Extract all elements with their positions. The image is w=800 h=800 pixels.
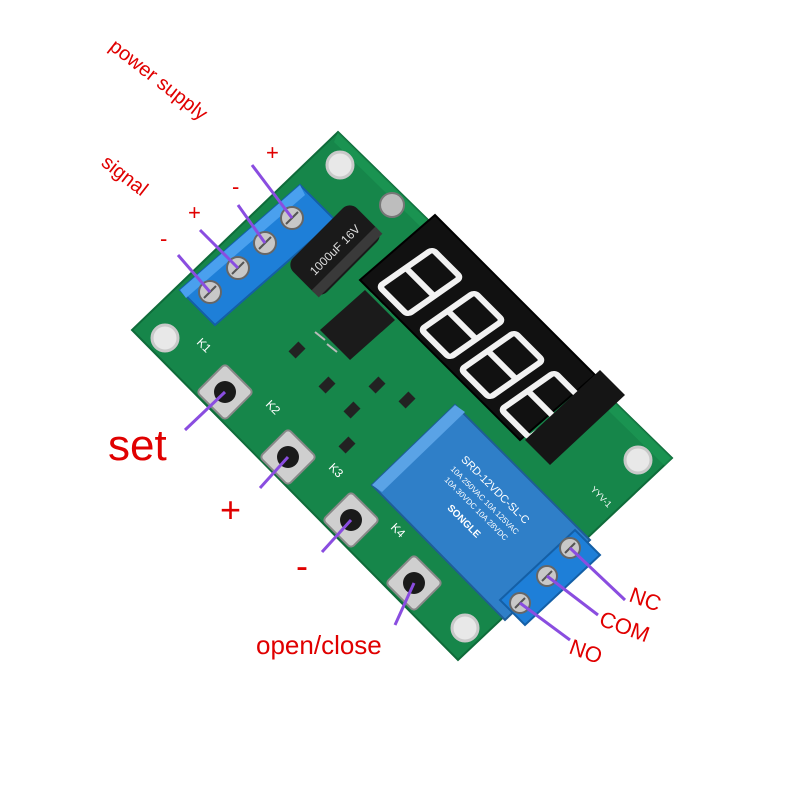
pointer-open-close [393,582,416,626]
label-power-plus: + [266,140,279,165]
label-plus: + [220,489,242,530]
label-minus: - [296,545,308,586]
mount-hole [450,613,480,643]
pointer-lines [176,164,627,642]
digit [459,330,545,400]
digit [377,247,463,317]
smd-components [288,341,416,454]
label-signal-minus: - [160,226,168,251]
label-signal-plus: + [188,200,201,225]
mount-hole [325,150,355,180]
pointer-com [546,574,599,617]
seven-segment-display [358,213,625,465]
pointer-power-minus [236,204,267,244]
label-power-minus: - [232,174,240,199]
pointer-signal-minus [176,254,212,293]
pointer-plus [258,455,290,490]
label-set: set [108,421,167,470]
mount-hole [623,445,653,475]
pointer-set [183,390,227,432]
pointer-nc [568,546,627,602]
pointer-minus [320,518,353,554]
label-open-close: open/close [256,630,382,660]
digit [419,290,505,360]
pointer-no [519,601,571,642]
mount-hole [150,323,180,353]
pointer-signal-plus [198,228,240,270]
pointer-power-plus [250,164,294,219]
